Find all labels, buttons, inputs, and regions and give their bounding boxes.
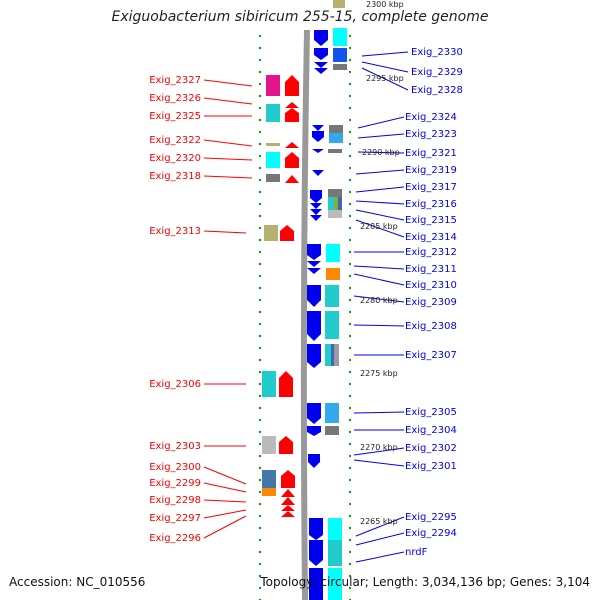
gene-label-right: Exig_2317 [405,182,457,193]
gene-label-left: Exig_2327 [149,75,201,86]
gene-label-right: Exig_2324 [405,112,457,123]
gene-label-right: Exig_2329 [411,67,463,78]
gene-label-right: Exig_2294 [405,528,457,539]
gene-label-right: Exig_2321 [405,148,457,159]
gene-label-right: Exig_2316 [405,199,457,210]
gene-label-right: Exig_2319 [405,165,457,176]
gene-label-left: Exig_2300 [149,462,201,473]
scale-label: 2270 kbp [360,443,398,452]
gene-label-left: Exig_2296 [149,533,201,544]
reverse-strand-features [262,75,299,517]
scale-label: 2290 kbp [362,148,400,157]
left-gene-labels: Exig_2327Exig_2326Exig_2325Exig_2322Exig… [149,75,201,544]
scale-labels: 2300 kbp 2295 kbp 2290 kbp 2285 kbp 2280 kbp… [360,0,404,526]
gene-label-left: Exig_2306 [149,379,201,390]
gene-label-left: Exig_2297 [149,513,201,524]
gene-label-left: Exig_2322 [149,135,201,146]
gene-label-right: Exig_2323 [405,129,457,140]
gene-label-right: Exig_2301 [405,461,457,472]
gene-label-left: Exig_2303 [149,441,201,452]
gene-label-right: Exig_2328 [411,85,463,96]
gene-label-right: Exig_2315 [405,215,457,226]
gene-label-right: Exig_2308 [405,321,457,332]
gene-label-right: Exig_2305 [405,407,457,418]
scale-label: 2295 kbp [366,74,404,83]
gene-label-left: Exig_2299 [149,478,201,489]
genome-backbone [300,29,310,600]
gene-label-left: Exig_2313 [149,226,201,237]
gene-label-right: Exig_2304 [405,425,457,436]
scale-label: 2285 kbp [360,222,398,231]
map-title: Exiguobacterium sibiricum 255-15, comple… [111,9,489,25]
gene-label-right: nrdF [405,547,428,558]
gene-label-left: Exig_2326 [149,93,201,104]
gene-label-right: Exig_2330 [411,47,463,58]
scale-label: 2280 kbp [360,296,398,305]
gene-label-right: Exig_2295 [405,512,457,523]
gene-label-left: Exig_2298 [149,495,201,506]
forward-strand-features [307,0,347,600]
gene-label-left: Exig_2325 [149,111,201,122]
topology-summary: Topology: circular; Length: 3,034,136 bp… [260,575,590,589]
gene-label-left: Exig_2320 [149,153,201,164]
gene-label-right: Exig_2310 [405,280,457,291]
gene-label-left: Exig_2318 [149,171,201,182]
gene-label-right: Exig_2309 [405,297,457,308]
gene-label-right: Exig_2307 [405,350,457,361]
scale-label: 2265 kbp [360,517,398,526]
scale-label: 2275 kbp [360,369,398,378]
left-label-leaders [203,79,253,539]
gene-label-right: Exig_2314 [405,232,457,243]
gene-label-right: Exig_2311 [405,264,457,275]
right-gene-labels: Exig_2330Exig_2329Exig_2328Exig_2324Exig… [405,47,463,558]
gene-label-right: Exig_2312 [405,247,457,258]
gene-label-right: Exig_2302 [405,443,457,454]
scale-label: 2300 kbp [366,0,404,9]
right-label-leaders [353,51,409,563]
accession-text: Accession: NC_010556 [9,575,146,589]
